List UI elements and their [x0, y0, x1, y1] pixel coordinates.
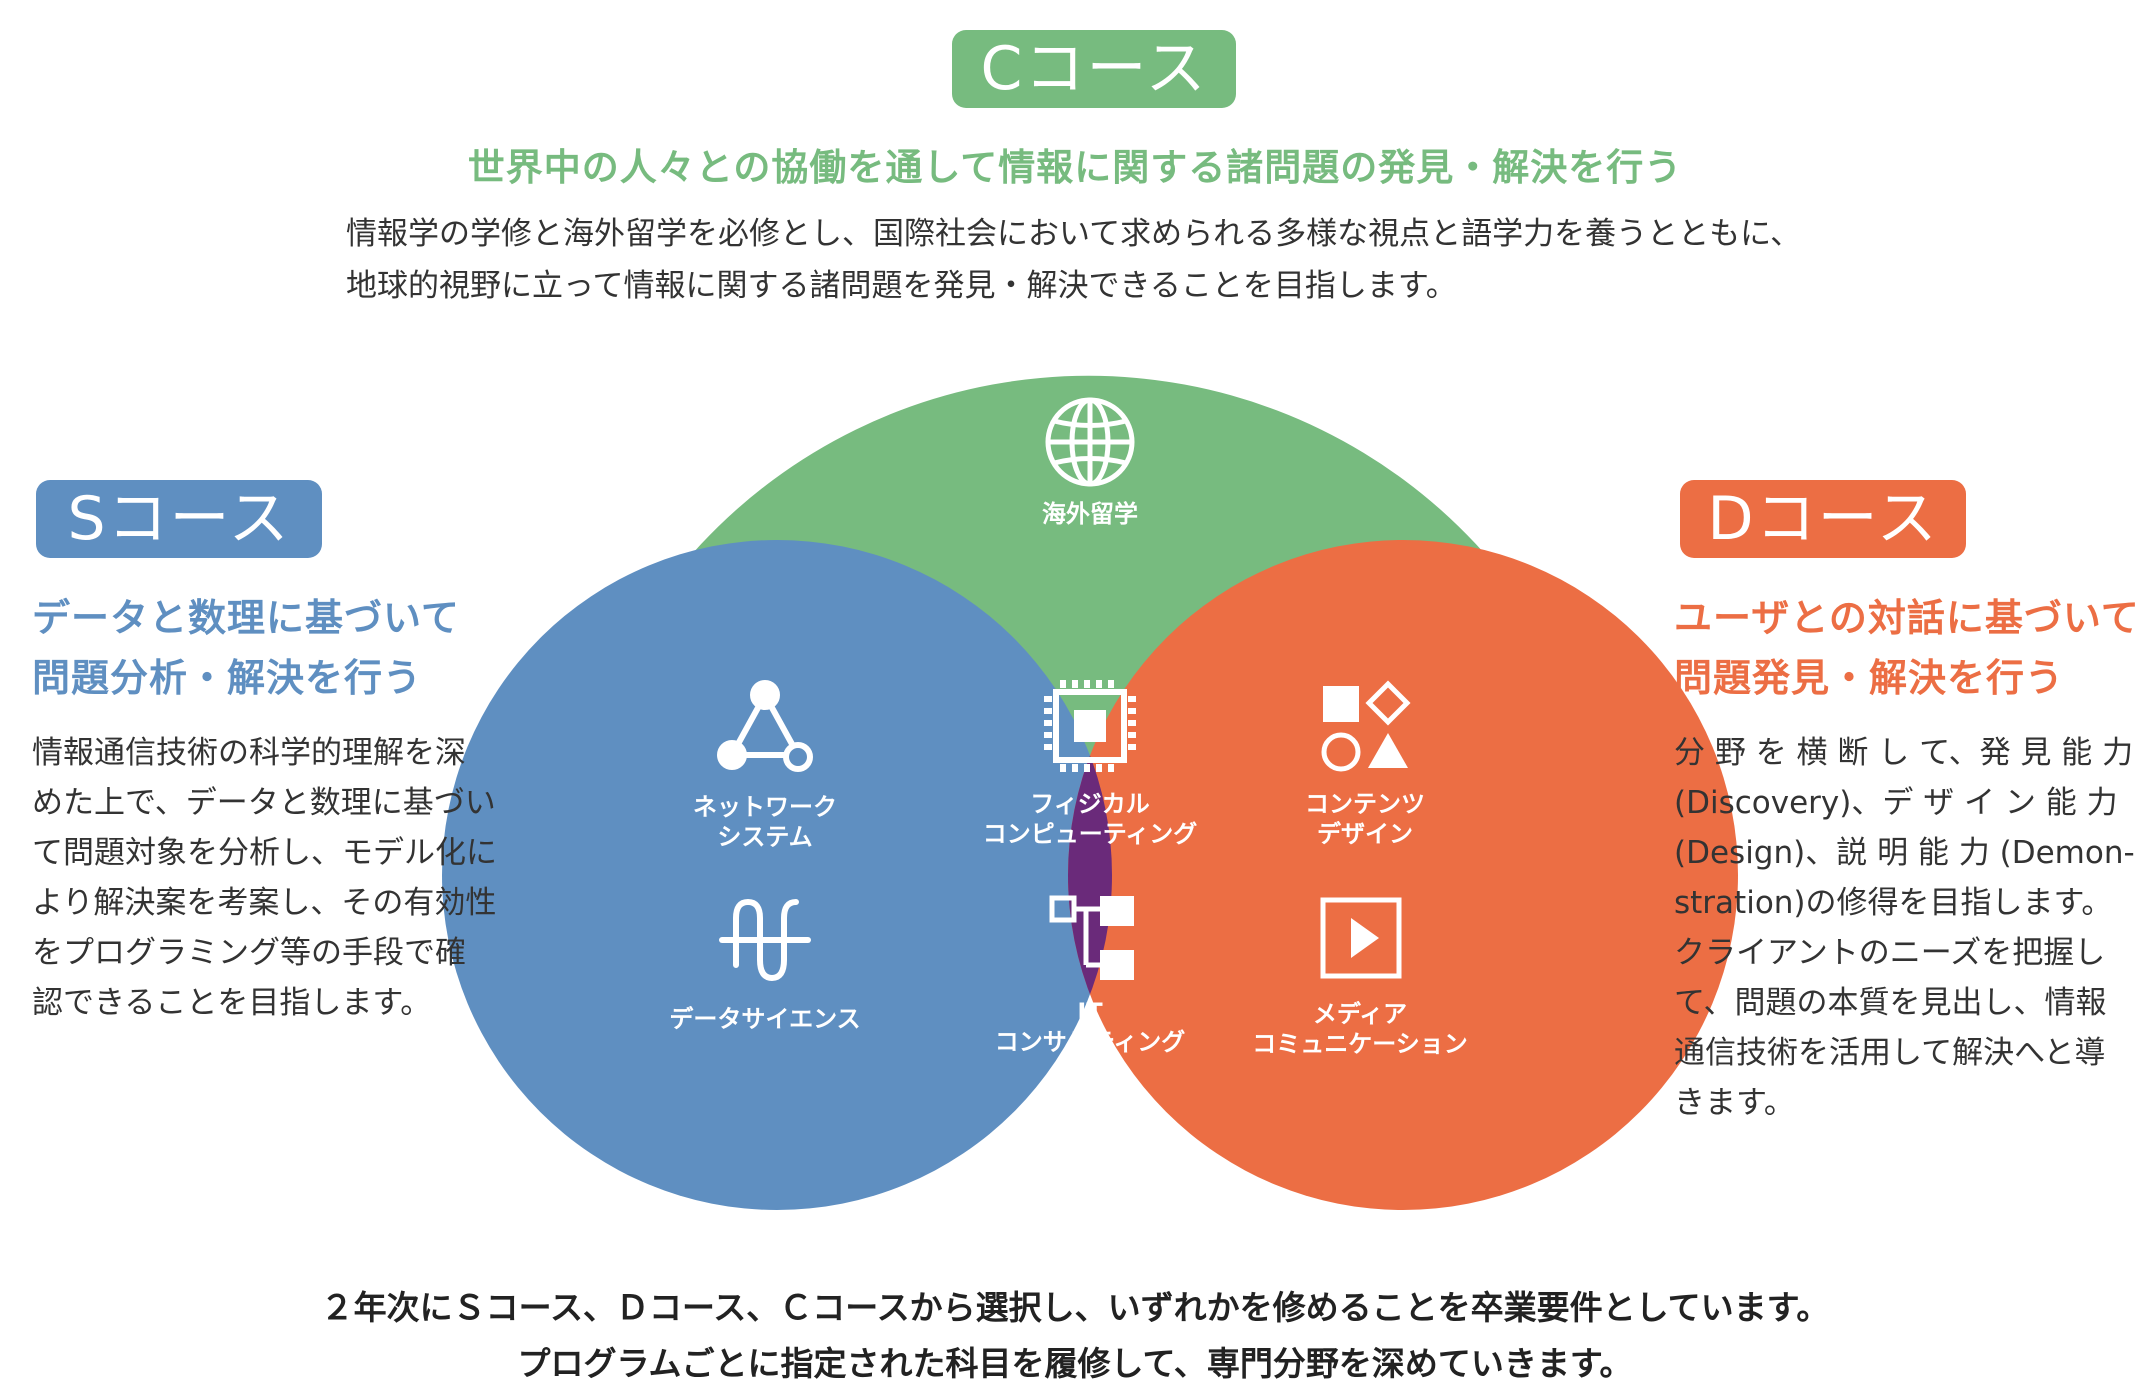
d-course-region: [1068, 540, 1738, 1210]
s-course-region: [442, 540, 1112, 1210]
footer-note: ２年次にＳコース、Ｄコース、Ｃコースから選択し、いずれかを修めることを卒業要件と…: [0, 1280, 2150, 1392]
org-chart-icon: [1049, 895, 1134, 980]
s-course-headline: データと数理に基づいて 問題分析・解決を行う: [32, 588, 460, 708]
s-course-description-line: 情報通信技術の科学的理解を深: [32, 735, 466, 771]
s-course-badge: Sコース: [36, 480, 322, 558]
data-science-label: データサイエンス: [669, 1005, 860, 1033]
wave-icon: [719, 898, 811, 982]
footer-line: プログラムごとに指定された科目を履修して、専門分野を深めていきます。: [517, 1344, 1633, 1383]
s-course-description-line: より解決案を考案し、その有効性: [32, 885, 497, 921]
physical-computing-label-2: コンピューティング: [983, 820, 1198, 848]
media-communication-label-1: メディア: [1313, 1000, 1407, 1028]
globe-icon: [1045, 397, 1135, 487]
d-course-badge: Dコース: [1680, 480, 1966, 558]
s-course-description-line: めた上で、データと数理に基づい: [32, 785, 496, 821]
d-course-headline-line: ユーザとの対話に基づいて: [1674, 596, 2140, 640]
c-course-description-line: 地球的視野に立って情報に関する諸問題を発見・解決できることを目指します。: [346, 268, 1457, 304]
s-course-description: 情報通信技術の科学的理解を深 めた上で、データと数理に基づい て問題対象を分析し…: [32, 728, 512, 1028]
shapes-icon: [1321, 680, 1411, 772]
d-course-description-line: 通信技術を活用して解決へと導: [1674, 1035, 2106, 1071]
d-course-headline: ユーザとの対話に基づいて 問題発見・解決を行う: [1674, 588, 2140, 708]
d-course-description-line: きます。: [1674, 1085, 1795, 1121]
it-consulting-label-2: コンサルティング: [995, 1028, 1186, 1056]
it-consulting-label-1: IT: [1077, 998, 1103, 1026]
study-abroad-label: 海外留学: [1042, 500, 1138, 528]
d-course-description-line: stration)の修得を目指します。: [1674, 885, 2113, 921]
network-triangle-icon: [717, 680, 813, 772]
media-communication-label-2: コミュニケーション: [1252, 1030, 1468, 1058]
d-course-description-line: クライアントのニーズを把握し: [1674, 935, 2106, 971]
physical-computing-label-1: フィジカル: [1030, 790, 1150, 818]
s-course-description-line: て問題対象を分析し、モデル化に: [32, 835, 497, 871]
footer-line: ２年次にＳコース、Ｄコース、Ｃコースから選択し、いずれかを修めることを卒業要件と…: [320, 1288, 1830, 1327]
c-course-badge: Cコース: [952, 30, 1236, 108]
d-course-description: 分 野 を 横 断 し て、発 見 能 力 (Discovery)、デ ザ イ …: [1674, 728, 2135, 1128]
play-icon: [1320, 897, 1402, 979]
d-course-description-line: (Design)、説 明 能 力 (Demon-: [1674, 835, 2135, 871]
d-course-headline-line: 問題発見・解決を行う: [1674, 656, 2065, 700]
content-design-label-1: コンテンツ: [1305, 790, 1425, 818]
s-course-description-line: 認できることを目指します。: [32, 985, 432, 1021]
network-systems-label-1: ネットワーク: [693, 793, 837, 821]
d-course-description-line: て、問題の本質を見出し、情報: [1674, 985, 2107, 1021]
network-systems-label-2: システム: [717, 823, 812, 851]
d-course-description-line: 分 野 を 横 断 し て、発 見 能 力: [1674, 735, 2134, 771]
s-course-headline-line: データと数理に基づいて: [32, 596, 460, 640]
c-course-description: 情報学の学修と海外留学を必修とし、国際社会において求められる多様な視点と語学力を…: [346, 208, 1866, 312]
content-design-label-2: デザイン: [1317, 820, 1413, 848]
d-course-description-line: (Discovery)、デ ザ イ ン 能 力: [1674, 785, 2118, 821]
s-course-description-line: をプログラミング等の手段で確: [32, 935, 466, 971]
chip-icon: [1044, 680, 1136, 772]
s-course-headline-line: 問題分析・解決を行う: [32, 656, 423, 700]
c-course-headline: 世界中の人々との協働を通して情報に関する諸問題の発見・解決を行う: [467, 146, 1683, 189]
c-course-description-line: 情報学の学修と海外留学を必修とし、国際社会において求められる多様な視点と語学力を…: [346, 216, 1802, 252]
